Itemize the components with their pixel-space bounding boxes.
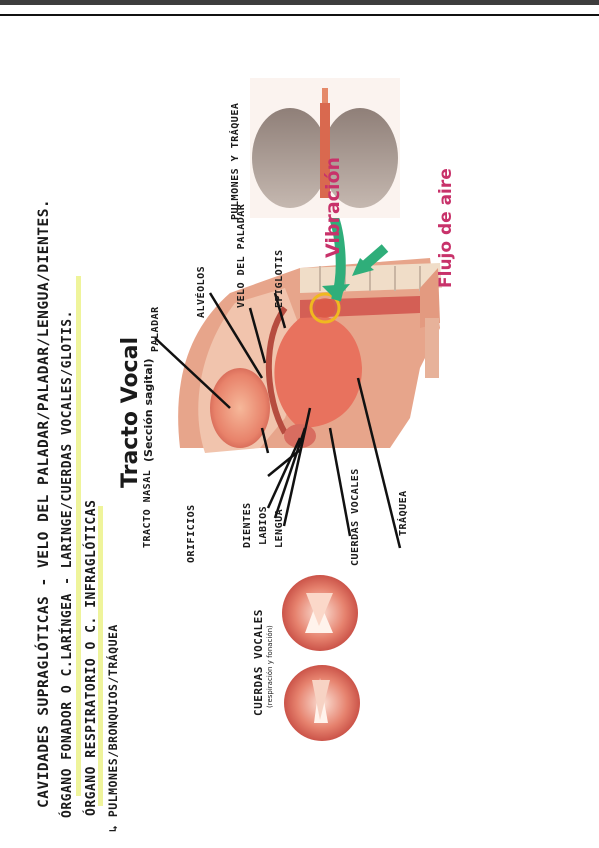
- label-cuerdas-vocales: CUERDAS VOCALES: [350, 468, 361, 566]
- vocal-cords-open: [282, 575, 358, 651]
- diagram-title: Tracto Vocal: [118, 337, 143, 488]
- label-flujo-de-aire: Flujo de aire: [436, 168, 456, 288]
- head-section: [178, 258, 442, 453]
- vocal-cords-closed: [284, 665, 360, 741]
- label-traquea: TRÁQUEA: [398, 490, 409, 536]
- label-orificios: ORIFICIOS: [186, 504, 197, 563]
- vocal-cords-caption: (respiración y fonación): [266, 625, 274, 708]
- label-dientes: DIENTES: [242, 502, 253, 548]
- label-paladar: PALADAR: [150, 306, 161, 352]
- diagram-subtitle: (Sección sagital): [142, 358, 155, 462]
- vibration-ring: [309, 292, 341, 324]
- label-vibracion: Vibración: [322, 156, 344, 258]
- scan-top-line: [0, 14, 599, 16]
- vocal-cords-title: CUERDAS VOCALES: [252, 609, 265, 716]
- label-tracto-nasal: TRACTO NASAL: [142, 469, 153, 548]
- label-alveolos: ALVÉOLOS: [196, 265, 207, 318]
- top-strip: [0, 0, 599, 22]
- label-labios: LABIOS: [258, 505, 269, 545]
- lungs-illustration: [250, 78, 400, 218]
- label-lengua: LENGUA: [274, 508, 285, 548]
- leader-lines: [154, 292, 402, 549]
- label-pulmones-traquea: PULMONES Y TRÁQUEA: [230, 102, 241, 220]
- scan-top-edge: [0, 0, 599, 5]
- label-epiglotis: EPIGLOTIS: [274, 249, 285, 308]
